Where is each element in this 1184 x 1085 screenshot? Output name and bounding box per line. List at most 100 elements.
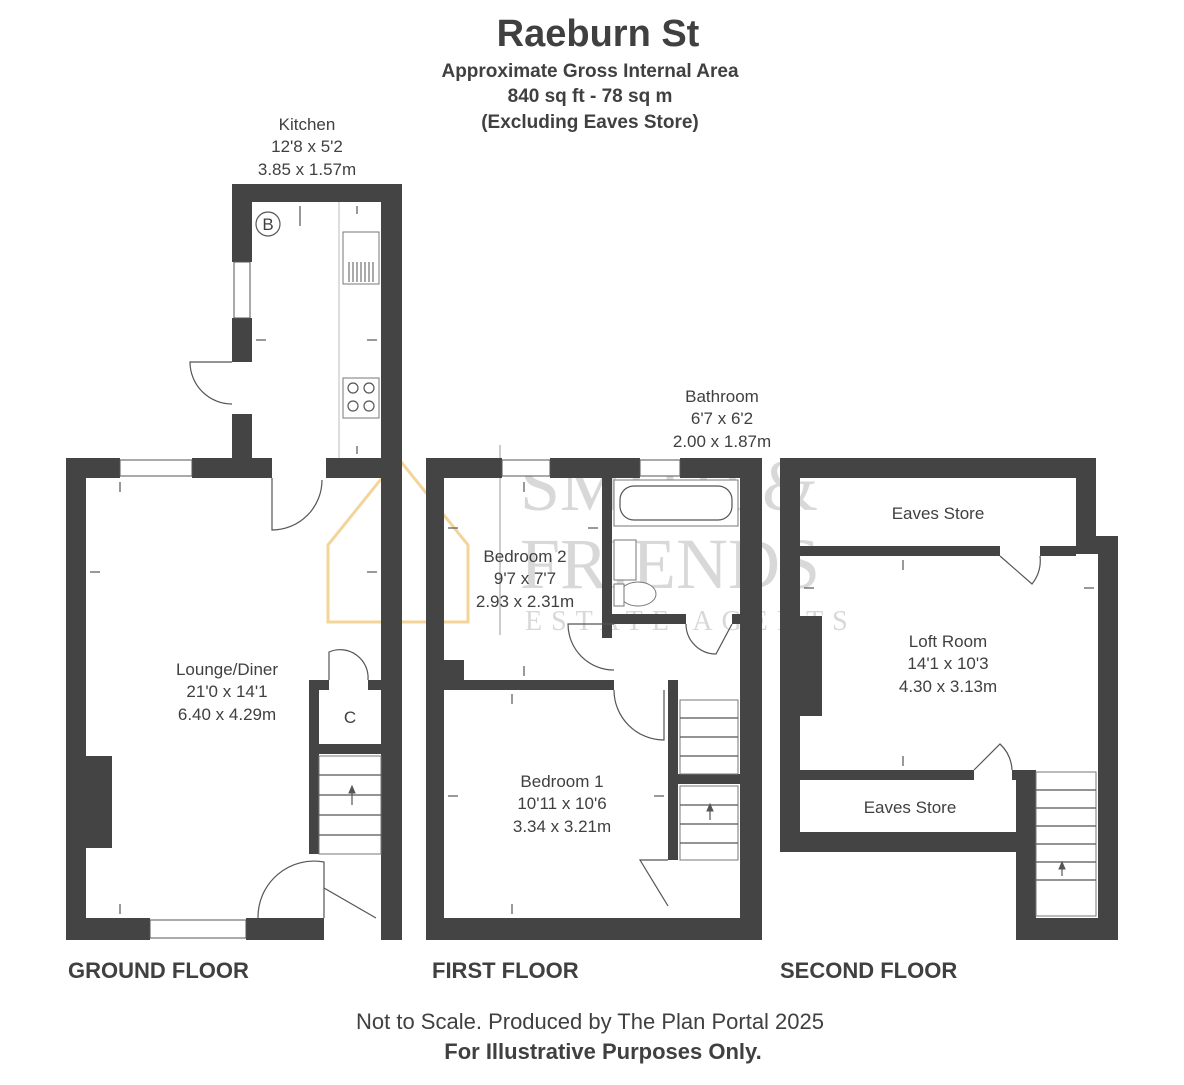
- wall: [732, 614, 742, 624]
- wall: [232, 184, 402, 202]
- kitchen-name: Kitchen: [279, 115, 336, 134]
- bath-icon: [613, 479, 739, 527]
- bedroom2-metric: 2.93 x 2.31m: [476, 592, 574, 611]
- wall: [444, 680, 614, 690]
- wall: [381, 184, 402, 940]
- lounge-imperial: 21'0 x 14'1: [186, 682, 267, 701]
- washbasin-icon: [613, 539, 637, 581]
- watermark-line2: FRIENDS: [520, 524, 820, 604]
- first-floor-plan: Bathroom 6'7 x 6'2 2.00 x 1.87m Bedroom …: [426, 387, 771, 983]
- wall: [66, 458, 86, 940]
- bathroom-name: Bathroom: [685, 387, 759, 406]
- eaves-top-door: [999, 555, 1041, 585]
- cupboard-label: C: [344, 708, 356, 727]
- lounge-window-front: [149, 919, 247, 939]
- cupboard-door: [328, 649, 369, 681]
- bedroom1-door: [613, 689, 665, 741]
- wall: [800, 546, 1000, 556]
- wall: [232, 318, 252, 362]
- wall: [66, 918, 150, 940]
- eaves-top-name: Eaves Store: [892, 504, 985, 523]
- drainer-icon: [348, 262, 374, 282]
- bedroom1-metric: 3.34 x 3.21m: [513, 817, 611, 836]
- chimney-breast: [800, 616, 822, 716]
- wall: [780, 832, 1036, 852]
- kitchen-imperial: 12'8 x 5'2: [271, 137, 343, 156]
- wall: [309, 744, 382, 754]
- bathroom-door: [685, 623, 733, 655]
- boiler-label: B: [262, 215, 273, 234]
- footer-disclaimer: Not to Scale. Produced by The Plan Porta…: [356, 1009, 824, 1034]
- bathroom-imperial: 6'7 x 6'2: [691, 409, 753, 428]
- front-door-leaf: [323, 887, 377, 919]
- wall: [368, 680, 382, 690]
- dimension-arrows: [448, 482, 664, 914]
- wall: [326, 458, 396, 478]
- bathroom-window: [639, 459, 681, 477]
- lounge-metric: 6.40 x 4.29m: [178, 705, 276, 724]
- bedroom2-name: Bedroom 2: [483, 547, 566, 566]
- area-caption: Approximate Gross Internal Area: [441, 61, 738, 82]
- bathroom-metric: 2.00 x 1.87m: [673, 432, 771, 451]
- loft-name: Loft Room: [909, 632, 987, 651]
- chimney-breast: [86, 756, 112, 848]
- wall: [1098, 536, 1118, 940]
- wall: [668, 774, 742, 784]
- ground-stairs: [318, 755, 382, 855]
- wall: [192, 458, 272, 478]
- wall: [232, 184, 252, 262]
- wall: [246, 918, 324, 940]
- toilet-icon: [619, 581, 657, 607]
- wall: [1040, 546, 1076, 556]
- second-floor-plan: Eaves Store Loft Room 14'1 x 10'3 4.30 x…: [780, 458, 1118, 983]
- wall: [602, 478, 612, 638]
- wall: [309, 680, 319, 750]
- area-value: 840 sq ft - 78 sq m: [508, 86, 673, 107]
- kitchen-window: [233, 261, 251, 319]
- wall: [426, 458, 444, 940]
- first-floor-label: FIRST FLOOR: [432, 958, 579, 983]
- dimension-arrows: [90, 206, 377, 914]
- bedroom1-imperial: 10'11 x 10'6: [517, 794, 606, 813]
- loft-imperial: 14'1 x 10'3: [907, 654, 988, 673]
- wall: [309, 680, 329, 690]
- loft-metric: 4.30 x 3.13m: [899, 677, 997, 696]
- kitchen-lounge-door: [271, 478, 323, 531]
- hob-icon: [342, 377, 380, 419]
- wall: [780, 458, 800, 852]
- lounge-name: Lounge/Diner: [176, 660, 278, 679]
- footer-note: For Illustrative Purposes Only.: [444, 1039, 761, 1064]
- front-door: [257, 860, 325, 919]
- wall: [426, 918, 762, 940]
- wall: [1016, 918, 1118, 940]
- wall: [232, 414, 252, 470]
- bedroom2-door: [567, 623, 615, 671]
- bath-inner: [619, 485, 733, 521]
- wall: [309, 754, 319, 854]
- kitchen-back-door: [189, 361, 233, 405]
- wall: [1076, 458, 1096, 554]
- dimension-arrows: [804, 560, 1094, 766]
- wall: [1012, 770, 1036, 780]
- kitchen-metric: 3.85 x 1.57m: [258, 160, 356, 179]
- wall: [800, 770, 974, 780]
- first-floor-stairs: [679, 699, 739, 861]
- wall: [1016, 770, 1036, 940]
- second-floor-label: SECOND FLOOR: [780, 958, 957, 983]
- wall: [780, 458, 1096, 478]
- wall: [740, 458, 762, 940]
- ground-floor-plan: B: [66, 115, 402, 983]
- second-floor-stairs: [1035, 771, 1097, 917]
- bedroom2-window: [501, 459, 551, 477]
- plan-title: Raeburn St: [497, 13, 700, 55]
- boiler-icon: [255, 211, 281, 237]
- wall: [602, 614, 686, 624]
- lounge-window-rear: [119, 459, 193, 477]
- area-note: (Excluding Eaves Store): [481, 112, 699, 133]
- landing-door: [638, 859, 669, 907]
- wall: [426, 458, 502, 478]
- ground-floor-label: GROUND FLOOR: [68, 958, 249, 983]
- bedroom2-imperial: 9'7 x 7'7: [494, 569, 556, 588]
- cistern-icon: [613, 583, 625, 607]
